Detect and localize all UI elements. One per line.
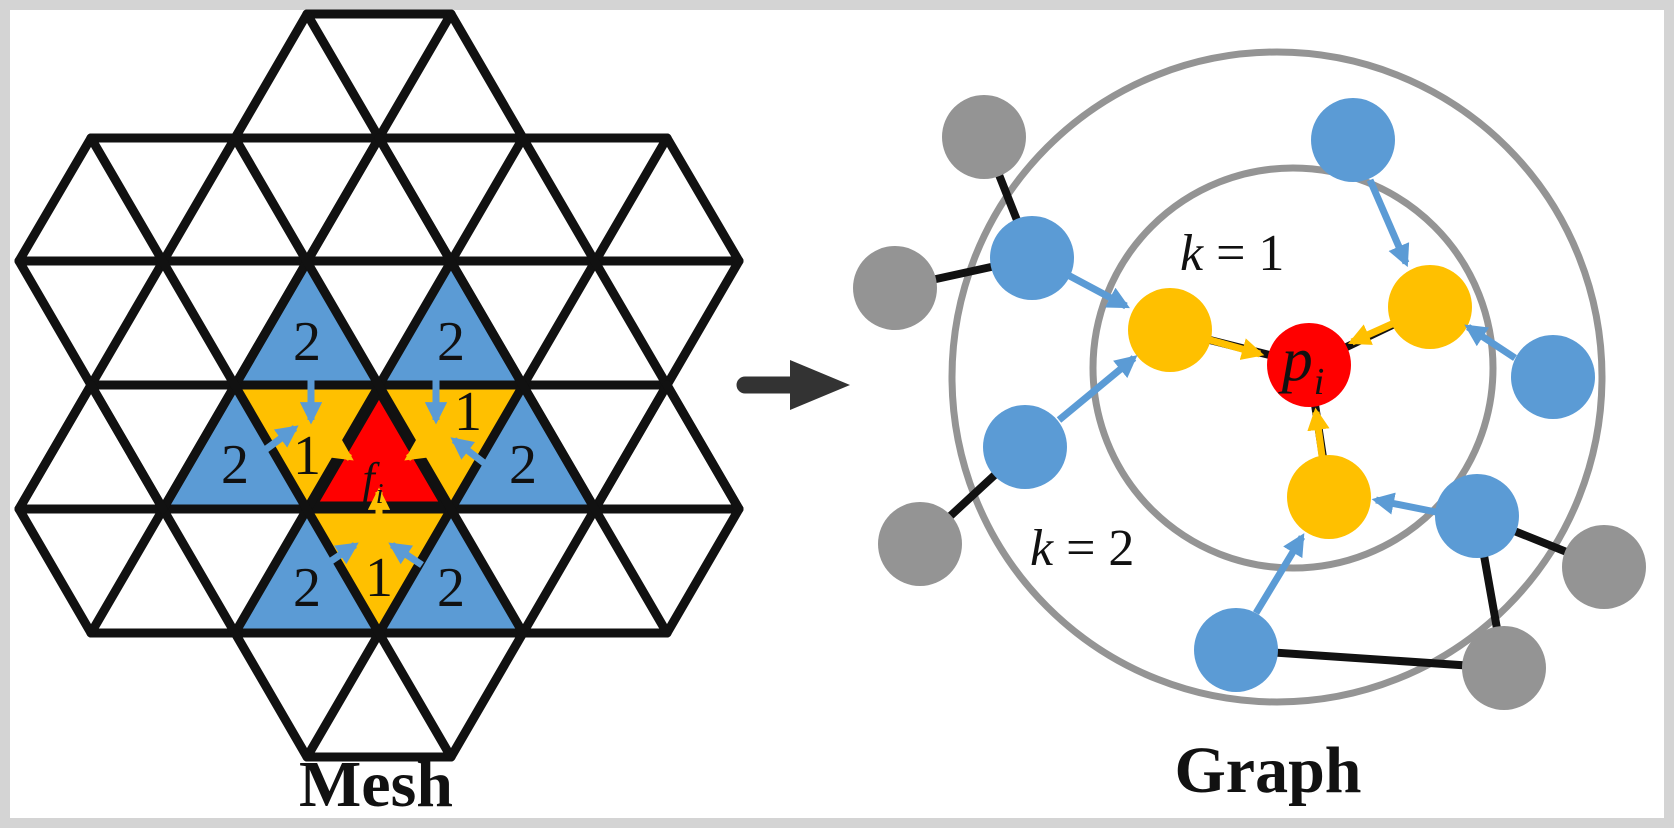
outside-node bbox=[878, 502, 962, 586]
ring-k1-label: k = 1 bbox=[1180, 225, 1284, 282]
mesh-arrow-blue bbox=[262, 425, 299, 453]
graph-panel: pi k = 1 k = 2 Graph bbox=[853, 48, 1646, 807]
mesh-edge-diag bbox=[662, 504, 744, 638]
mesh-edge-anti bbox=[662, 380, 744, 514]
ring1-label: 1 bbox=[293, 425, 321, 487]
mesh-labels: 2 2 2 2 2 2 1 1 1 fi bbox=[221, 311, 537, 619]
graph-arrow-yellow bbox=[1307, 407, 1330, 457]
hop2-node bbox=[1194, 608, 1278, 692]
ring2-label: 2 bbox=[509, 434, 537, 496]
graph-arrow-blue bbox=[1464, 324, 1517, 361]
ring2-label: 2 bbox=[437, 557, 465, 619]
graph-arrow-yellow bbox=[1209, 336, 1265, 360]
mesh-panel: 2 2 2 2 2 2 1 1 1 fi Mesh bbox=[14, 9, 744, 821]
ring2-face bbox=[163, 385, 307, 509]
hop2-node bbox=[1311, 98, 1395, 182]
hop2-node bbox=[990, 216, 1074, 300]
mesh-edge-anti bbox=[662, 133, 744, 266]
ring2-face bbox=[379, 261, 523, 385]
outside-node bbox=[1562, 525, 1646, 609]
hop1-node bbox=[1287, 455, 1371, 539]
hop2-node bbox=[983, 405, 1067, 489]
ring2-face bbox=[235, 261, 379, 385]
mesh-edge-diag bbox=[590, 380, 672, 514]
mesh-edge-diag bbox=[14, 380, 96, 514]
center-node-label: pi bbox=[1278, 326, 1325, 403]
hop1-node bbox=[1388, 265, 1472, 349]
mesh-edge-anti bbox=[14, 504, 96, 638]
mesh-grid bbox=[14, 9, 744, 762]
hop1-node bbox=[1128, 288, 1212, 372]
outside-node bbox=[942, 95, 1026, 179]
graph-arrows bbox=[1056, 178, 1517, 615]
mesh-arrow-blue bbox=[388, 542, 424, 568]
mesh-edge-anti bbox=[446, 9, 528, 143]
graph-hop1-nodes bbox=[1128, 265, 1472, 539]
transition-arrow bbox=[736, 360, 850, 410]
graph-arrow-blue bbox=[1366, 178, 1410, 268]
ring-k2 bbox=[948, 48, 1606, 706]
graph-arrow-blue bbox=[1253, 533, 1305, 615]
mesh-edge-diag bbox=[230, 9, 312, 143]
graph-arrow-blue bbox=[1056, 355, 1138, 423]
ring2-label: 2 bbox=[221, 434, 249, 496]
mesh-arrow-yellow bbox=[404, 433, 443, 461]
ring2-face bbox=[235, 509, 379, 633]
ring1-label: 1 bbox=[454, 381, 482, 443]
graph-arrow-blue bbox=[1371, 492, 1437, 516]
graph-hop2-nodes bbox=[983, 98, 1595, 692]
ring2-faces bbox=[163, 261, 595, 633]
ring2-label: 2 bbox=[293, 557, 321, 619]
mesh-edge-anti bbox=[230, 133, 528, 638]
ring-k2-label: k = 2 bbox=[1030, 520, 1134, 577]
ring1-label: 1 bbox=[365, 547, 393, 609]
mesh-arrow-blue bbox=[450, 437, 491, 469]
graph-caption: Graph bbox=[1174, 734, 1361, 807]
ring2-face bbox=[379, 509, 523, 633]
ring1-face bbox=[235, 385, 379, 509]
outside-node bbox=[853, 246, 937, 330]
ring-k1 bbox=[1089, 164, 1497, 572]
ring2-label: 2 bbox=[293, 311, 321, 373]
graph-edge bbox=[1232, 646, 1508, 672]
graph-outside-nodes bbox=[853, 95, 1646, 710]
ring2-label: 2 bbox=[437, 311, 465, 373]
ring1-face bbox=[307, 509, 451, 633]
mesh-edge-anti bbox=[86, 380, 168, 514]
center-node bbox=[1267, 323, 1351, 407]
mesh-arrows bbox=[262, 368, 491, 568]
mesh-edge-diag bbox=[302, 133, 672, 762]
ring2-face bbox=[451, 385, 595, 509]
hop2-node bbox=[1511, 335, 1595, 419]
mesh-arrow-blue bbox=[323, 542, 359, 568]
outside-node bbox=[1462, 626, 1546, 710]
mesh-caption: Mesh bbox=[299, 748, 453, 821]
mesh-arrow-yellow bbox=[315, 433, 354, 461]
hop2-node bbox=[1435, 474, 1519, 558]
mesh-edge-anti bbox=[374, 133, 672, 638]
graph-arrow-blue bbox=[1064, 270, 1130, 310]
graph-arrow-yellow bbox=[1347, 320, 1394, 346]
mesh-edge-diag bbox=[14, 133, 96, 266]
